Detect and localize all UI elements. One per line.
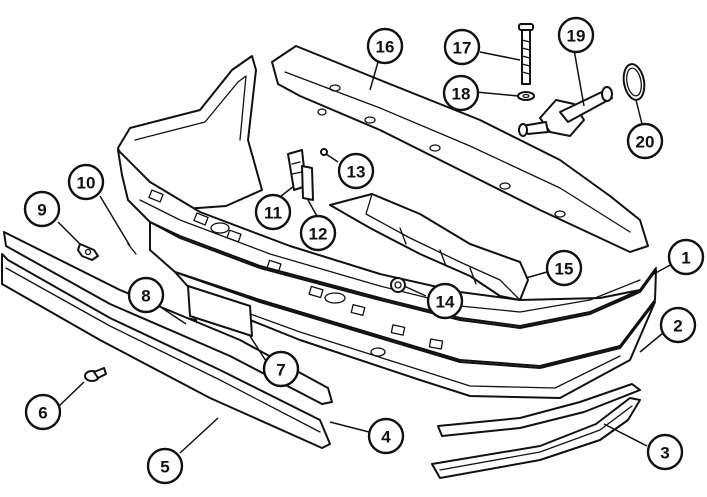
bumper-absorber (329, 193, 529, 301)
trim-strip-lower (1, 253, 331, 449)
washer-part (517, 91, 535, 101)
callout-label: 10 (77, 174, 96, 193)
callout-3: 3 (646, 433, 684, 471)
callout-label: 19 (567, 27, 586, 46)
callout-10: 10 (67, 163, 105, 201)
callout-9: 9 (23, 190, 61, 228)
callout-18: 18 (442, 74, 480, 112)
nut-part (390, 277, 406, 293)
callout-2: 2 (659, 306, 697, 344)
callout-label: 15 (555, 260, 574, 279)
callout-label: 2 (673, 317, 682, 336)
callout-label: 11 (264, 204, 282, 223)
callout-label: 17 (453, 39, 472, 58)
towing-bracket-part (518, 86, 613, 137)
clip-part (77, 243, 99, 261)
callout-label: 4 (381, 428, 391, 447)
callout-8: 8 (127, 276, 165, 314)
rivet-part (84, 367, 107, 382)
callout-17: 17 (443, 28, 481, 66)
callout-11: 11 (254, 193, 292, 231)
bumper-upper-bar (271, 45, 649, 253)
side-strip-upper (437, 383, 641, 437)
callout-label: 1 (681, 249, 690, 268)
callout-label: 20 (636, 133, 655, 152)
callout-label: 8 (141, 287, 150, 306)
callout-label: 7 (276, 361, 285, 380)
callout-label: 3 (660, 444, 669, 463)
plate-part (187, 285, 253, 337)
callout-label: 14 (436, 293, 455, 312)
callout-16: 16 (366, 27, 404, 65)
callout-label: 12 (309, 225, 328, 244)
callout-label: 16 (376, 38, 395, 57)
callout-label: 9 (37, 201, 46, 220)
callout-20: 20 (626, 122, 664, 160)
callout-19: 19 (557, 16, 595, 54)
callout-5: 5 (146, 447, 184, 485)
bolt-part (518, 23, 534, 85)
side-molding-lower (431, 397, 641, 479)
seal-ring-part (622, 63, 646, 101)
trim-strip-upper (3, 231, 333, 405)
callout-12: 12 (299, 214, 337, 252)
callout-label: 18 (452, 85, 471, 104)
callout-label: 6 (38, 404, 47, 423)
callout-4: 4 (367, 417, 405, 455)
callout-14: 14 (426, 282, 464, 320)
callout-13: 13 (337, 152, 375, 190)
callout-6: 6 (24, 393, 62, 431)
callout-7: 7 (262, 350, 300, 388)
bracket-part (287, 148, 328, 201)
bumper-cover (117, 55, 657, 399)
callout-label: 5 (160, 458, 169, 477)
callout-label: 13 (347, 163, 366, 182)
callout-1: 1 (667, 238, 705, 276)
callout-15: 15 (545, 249, 583, 287)
